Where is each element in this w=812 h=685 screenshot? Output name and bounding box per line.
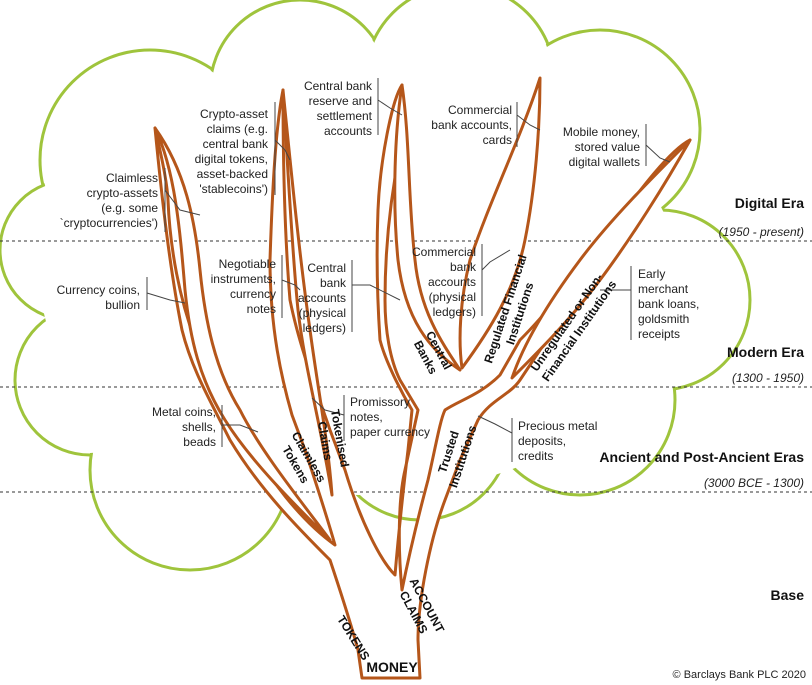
annotation-line: accounts: [324, 124, 372, 138]
annotation-line: receipts: [638, 327, 680, 341]
annotation-line: credits: [518, 449, 553, 463]
annotation-line: Claimless: [106, 171, 158, 185]
annotation-line: (e.g. some: [101, 201, 158, 215]
annotation-line: digital wallets: [569, 155, 640, 169]
annotation-line: settlement: [317, 109, 373, 123]
annotation-line: accounts: [298, 291, 346, 305]
annotation-line: Metal coins,: [152, 405, 216, 419]
copyright: © Barclays Bank PLC 2020: [673, 669, 806, 681]
annotation-line: instruments,: [211, 272, 276, 286]
annotation-line: central bank: [203, 137, 269, 151]
era-modern-range: (1300 - 1950): [732, 371, 804, 385]
annotation-line: accounts: [428, 275, 476, 289]
annotation-line: Commercial: [448, 103, 512, 117]
tree-branches: [153, 76, 692, 680]
svg-text:Claims: Claims: [315, 420, 336, 462]
era-ancient-range: (3000 BCE - 1300): [704, 476, 804, 490]
annotation-metal-coins: Metal coins,shells,beads: [152, 405, 216, 449]
era-digital-range: (1950 - present): [719, 225, 804, 239]
annotation-line: shells,: [182, 420, 216, 434]
annotation-line: Crypto-asset: [200, 107, 269, 121]
era-modern-name: Modern Era: [727, 344, 804, 360]
annotation-line: deposits,: [518, 434, 566, 448]
annotation-line: (physical: [429, 290, 476, 304]
annotation-line: stored value: [575, 140, 641, 154]
annotation-currency-coins: Currency coins,bullion: [57, 283, 140, 312]
era-base-name: Base: [771, 587, 805, 603]
era-labels: Digital Era (1950 - present) Modern Era …: [599, 195, 804, 603]
annotation-line: notes: [247, 302, 276, 316]
annotation-line: `cryptocurrencies'): [60, 216, 158, 230]
annotation-line: Central: [307, 261, 346, 275]
annotation-line: Currency coins,: [57, 283, 140, 297]
annotation-line: claims (e.g.: [207, 122, 268, 136]
annotation-line: Precious metal: [518, 419, 597, 433]
annotation-line: paper currency: [350, 425, 430, 439]
annotation-line: bank accounts,: [431, 118, 512, 132]
annotation-line: bank: [450, 260, 477, 274]
annotation-line: Early: [638, 267, 665, 281]
annotation-line: digital tokens,: [195, 152, 268, 166]
annotation-line: Promissory: [350, 395, 410, 409]
annotation-line: cards: [483, 133, 512, 147]
annotation-line: ledgers): [433, 305, 476, 319]
annotation-line: notes,: [350, 410, 383, 424]
era-digital-name: Digital Era: [735, 195, 804, 211]
annotation-line: beads: [183, 435, 216, 449]
label-money: MONEY: [366, 659, 418, 675]
annotation-line: 'stablecoins'): [199, 182, 268, 196]
branch-regulated: [458, 76, 542, 370]
annotation-line: Central bank: [304, 79, 373, 93]
annotation-line: Mobile money,: [563, 125, 640, 139]
annotation-line: (physical: [299, 306, 346, 320]
branch-claimless: [153, 126, 332, 542]
annotation-line: merchant: [638, 282, 689, 296]
annotation-line: reserve and: [309, 94, 372, 108]
branch-unregulated: [510, 138, 692, 380]
annotation-line: asset-backed: [197, 167, 268, 181]
annotation-line: goldsmith: [638, 312, 689, 326]
branch-tokenised: [281, 88, 334, 497]
annotation-connectors: [146, 78, 671, 462]
annotation-line: currency: [230, 287, 276, 301]
annotation-line: Commercial: [412, 245, 476, 259]
annotation-line: bank: [320, 276, 347, 290]
annotation-line: bank loans,: [638, 297, 699, 311]
annotation-line: bullion: [105, 298, 140, 312]
annotation-line: crypto-assets: [87, 186, 158, 200]
branch-central-banks: [393, 83, 462, 372]
annotation-line: Negotiable: [219, 257, 277, 271]
era-ancient-name: Ancient and Post-Ancient Eras: [599, 449, 804, 465]
annotation-line: ledgers): [303, 321, 346, 335]
